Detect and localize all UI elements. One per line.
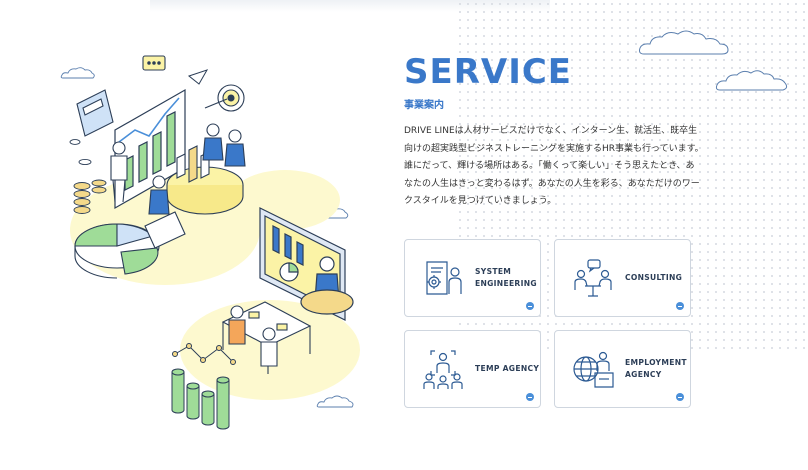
- service-card-temp-agency[interactable]: TEMP AGENCY: [404, 330, 541, 408]
- description-line: なたの人生はきっと変わるはず。あなたの人生を彩る、あなただけのワー: [404, 178, 700, 189]
- cloud-icon: [715, 70, 788, 91]
- more-icon[interactable]: [526, 393, 534, 401]
- service-label: EMPLOYMENT AGENCY: [625, 358, 687, 379]
- section-description: DRIVE LINEは人材サービスだけでなく、インターン生、就活生、既卒生 向け…: [404, 123, 704, 211]
- service-label: CONSULTING: [625, 273, 683, 282]
- consulting-icon: [574, 259, 612, 297]
- business-illustration: [69, 55, 360, 430]
- more-icon[interactable]: [676, 302, 684, 310]
- service-card-employment-agency[interactable]: EMPLOYMENT AGENCY: [554, 330, 691, 408]
- section-subtitle: 事業案内: [404, 100, 444, 111]
- employment-agency-icon: [573, 351, 614, 388]
- system-engineering-icon: [426, 261, 462, 295]
- description-line: クスタイルを見つけていきましょう。: [404, 196, 557, 207]
- service-card-system-engineering[interactable]: SYSTEM ENGINEERING: [404, 239, 541, 317]
- description-line: 向けの超実践型ビジネストレーニングを実施するHR事業も行っています。: [404, 143, 704, 154]
- more-icon[interactable]: [676, 393, 684, 401]
- service-label: TEMP AGENCY: [475, 364, 540, 373]
- section-title: SERVICE: [404, 52, 573, 92]
- cloud-icon: [60, 67, 95, 79]
- cloud-icon: [639, 30, 729, 55]
- temp-agency-icon: [423, 350, 463, 389]
- cloud-icon: [316, 395, 354, 408]
- more-icon[interactable]: [526, 302, 534, 310]
- service-label: SYSTEM ENGINEERING: [475, 267, 537, 288]
- description-line: 誰にだって、輝ける場所はある。「働くって楽しい」そう思えたとき、あ: [404, 161, 695, 172]
- description-line: DRIVE LINEは人材サービスだけでなく、インターン生、就活生、既卒生: [404, 126, 698, 136]
- service-card-consulting[interactable]: CONSULTING: [554, 239, 691, 317]
- top-fade: [150, 0, 550, 12]
